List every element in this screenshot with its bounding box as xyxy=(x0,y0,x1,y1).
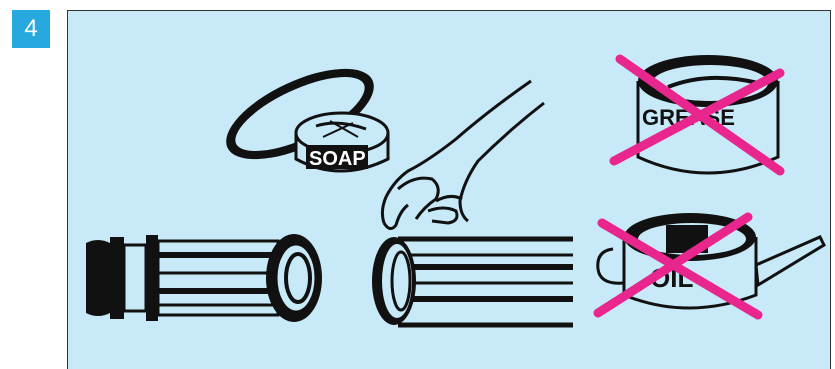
pipe-fitting-icon xyxy=(86,234,322,322)
instruction-panel: SOAP xyxy=(67,10,831,369)
illustration: SOAP xyxy=(68,11,831,369)
hand-icon xyxy=(382,81,544,229)
step-number-badge: 4 xyxy=(12,10,50,48)
soap-label: SOAP xyxy=(309,148,366,170)
step-number: 4 xyxy=(24,15,37,43)
soap-tin-icon: SOAP xyxy=(214,50,388,177)
pipe-icon xyxy=(372,237,573,327)
